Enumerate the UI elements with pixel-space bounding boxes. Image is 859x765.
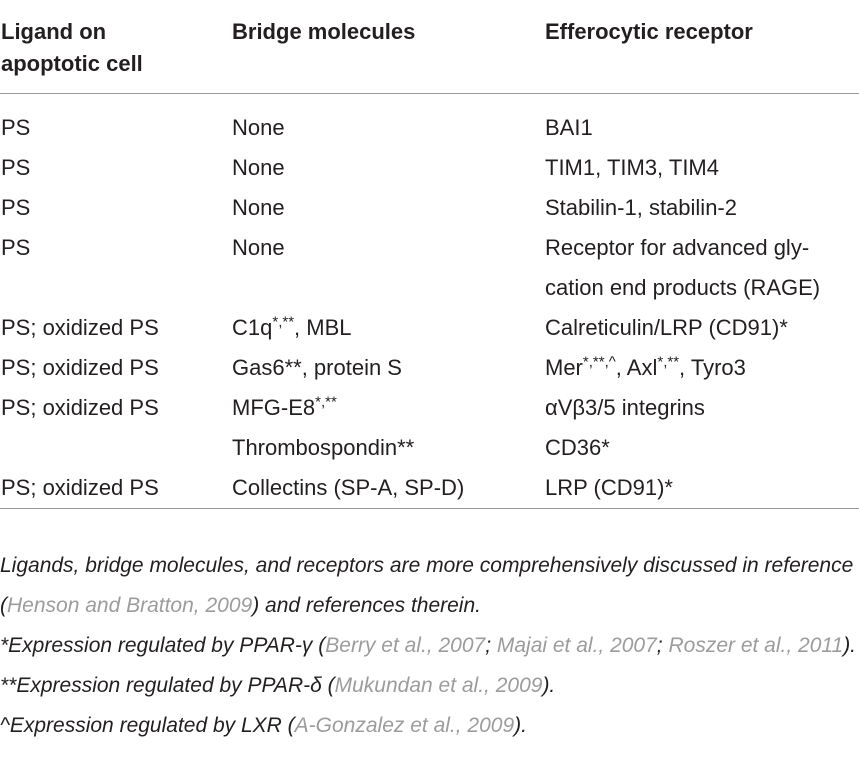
table-row: PS None Stabilin-1, stabilin-2 — [0, 188, 859, 228]
receptor-axl: , Axl — [615, 355, 658, 380]
cell-ligand: PS — [1, 195, 31, 220]
reference-link[interactable]: Roszer et al., 2011 — [668, 634, 844, 657]
receptor-axl-marker: *,** — [657, 353, 680, 371]
table-row: PS None Receptor for advanced gly-cation… — [0, 228, 859, 308]
header-bridge: Bridge molecules — [232, 0, 545, 94]
cell-receptor: CD36* — [545, 435, 610, 460]
bridge-marker: *,** — [272, 313, 295, 331]
cell-ligand: PS; oxidized PS — [1, 475, 159, 500]
header-ligand: Ligand on apoptotic cell — [0, 0, 232, 94]
footnote-ppar-gamma: *Expression regulated by PPAR-γ (Berry e… — [0, 634, 857, 657]
cell-bridge: Collectins (SP-A, SP-D) — [232, 475, 465, 500]
cell-bridge: MFG-E8*,** — [232, 388, 545, 428]
cell-receptor: Calreticulin/LRP (CD91)* — [545, 315, 788, 340]
table-row: Thrombospondin** CD36* — [0, 428, 859, 468]
reference-link[interactable]: Mukundan et al., 2009 — [334, 674, 543, 697]
bridge-name: MFG-E8 — [232, 395, 316, 420]
receptor-mer: Mer — [545, 355, 583, 380]
table-row: PS; oxidized PS Gas6**, protein S Mer*,*… — [0, 348, 859, 388]
reference-link[interactable]: Henson and Bratton, 2009 — [7, 594, 253, 617]
cell-receptor: TIM1, TIM3, TIM4 — [545, 155, 719, 180]
cell-ligand: PS — [1, 155, 31, 180]
cell-receptor: Stabilin-1, stabilin-2 — [545, 195, 737, 220]
table-row: PS; oxidized PS C1q*,**, MBL Calreticuli… — [0, 308, 859, 348]
cell-bridge: C1q*,**, MBL — [232, 308, 545, 348]
footnote-ppar-delta: **Expression regulated by PPAR-δ (Mukund… — [0, 674, 556, 697]
table-row: PS None BAI1 — [0, 94, 859, 149]
cell-ligand: PS; oxidized PS — [1, 395, 159, 420]
cell-bridge: None — [232, 155, 285, 180]
cell-receptor: BAI1 — [545, 115, 593, 140]
table-row: PS; oxidized PS Collectins (SP-A, SP-D) … — [0, 468, 859, 509]
cell-receptor: Mer*,**,^, Axl*,**, Tyro3 — [545, 348, 859, 388]
reference-link[interactable]: A-Gonzalez et al., 2009 — [294, 714, 515, 737]
receptor-table: Ligand on apoptotic cell Bridge molecule… — [0, 0, 859, 519]
cell-bridge: None — [232, 195, 285, 220]
bridge-marker: *,** — [315, 393, 337, 411]
cell-bridge: Thrombospondin** — [232, 435, 415, 460]
cell-bridge: None — [232, 235, 285, 260]
table-row: PS; oxidized PS MFG-E8*,** αVβ3/5 integr… — [0, 388, 859, 428]
cell-receptor: LRP (CD91)* — [545, 475, 673, 500]
cell-receptor: αVβ3/5 integrins — [545, 395, 705, 420]
table-row: PS None TIM1, TIM3, TIM4 — [0, 148, 859, 188]
receptor-tyro3: , Tyro3 — [679, 355, 746, 380]
header-row: Ligand on apoptotic cell Bridge molecule… — [0, 0, 859, 94]
cell-ligand: PS — [1, 115, 31, 140]
table-footnotes: Ligands, bridge molecules, and receptors… — [0, 546, 859, 746]
footnote-lxr: ^Expression regulated by LXR (A-Gonzalez… — [0, 714, 527, 737]
cell-ligand: PS — [1, 235, 31, 260]
data-table-container: Ligand on apoptotic cell Bridge molecule… — [0, 0, 859, 519]
table-header: Ligand on apoptotic cell Bridge molecule… — [0, 0, 859, 94]
cell-receptor: Receptor for advanced gly-cation end pro… — [545, 228, 859, 308]
receptor-text: Receptor for advanced gly-cation end pro… — [545, 235, 821, 300]
header-receptor: Efferocytic receptor — [545, 0, 859, 94]
reference-link[interactable]: Berry et al., 2007 — [325, 634, 486, 657]
cell-ligand: PS; oxidized PS — [1, 315, 159, 340]
reference-link[interactable]: Majai et al., 2007 — [496, 634, 657, 657]
cell-ligand — [0, 428, 232, 468]
table-bottom-rule — [0, 508, 859, 519]
table-body: PS None BAI1 PS None TIM1, TIM3, TIM4 PS… — [0, 94, 859, 519]
bridge-name: C1q — [232, 315, 273, 340]
bridge-rest: , MBL — [294, 315, 352, 340]
cell-ligand: PS; oxidized PS — [1, 355, 159, 380]
cell-bridge: Gas6**, protein S — [232, 355, 402, 380]
cell-bridge: None — [232, 115, 285, 140]
footnote-general: Ligands, bridge molecules, and receptors… — [0, 554, 854, 617]
receptor-mer-marker: *,**,^ — [582, 353, 616, 371]
